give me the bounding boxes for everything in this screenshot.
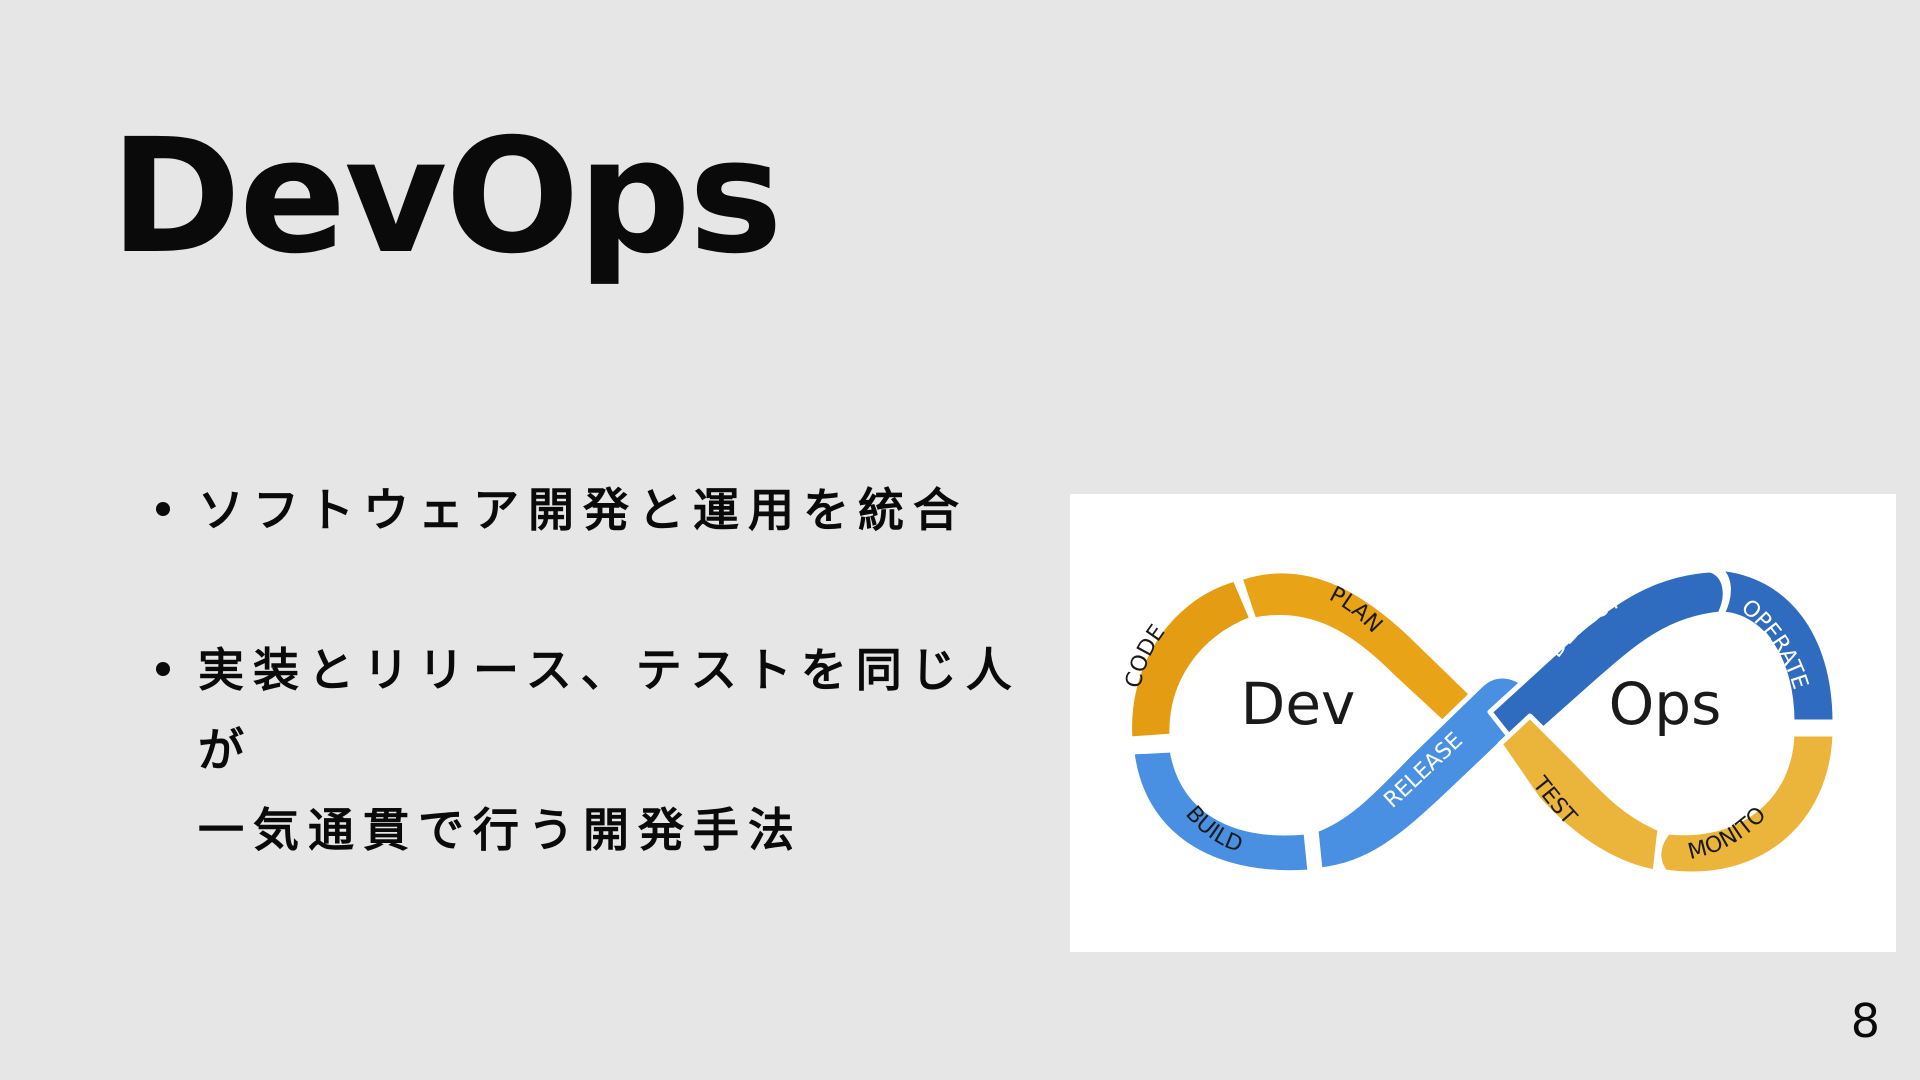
segment-operate	[1715, 565, 1838, 725]
bullet-text: 一気通貫で行う開発手法	[198, 803, 803, 857]
bullet-item: ソフトウェア開発と運用を統合	[150, 470, 1050, 550]
dev-label: Dev	[1241, 670, 1356, 738]
segment-test	[1497, 713, 1663, 875]
segment-build	[1129, 747, 1313, 876]
infinity-loop-graphic: CODE PLAN BUILD RELEASE DEPLOY OPERATE T…	[1070, 494, 1838, 877]
slide-title: DevOps	[110, 105, 783, 289]
segment-monitor	[1656, 731, 1838, 877]
bullet-text: ソフトウェア開発と運用を統合	[198, 483, 968, 537]
bullet-dot-icon	[156, 662, 170, 676]
segment-deploy	[1487, 567, 1728, 753]
bullet-item: 実装とリリース、テストを同じ人が 一気通貫で行う開発手法	[150, 630, 1050, 870]
bullet-dot-icon	[156, 502, 170, 516]
ops-label: Ops	[1609, 670, 1722, 738]
page-number: 8	[1850, 994, 1880, 1048]
bullet-list: ソフトウェア開発と運用を統合 実装とリリース、テストを同じ人が 一気通貫で行う開…	[150, 470, 1050, 950]
devops-infinity-diagram: CODE PLAN BUILD RELEASE DEPLOY OPERATE T…	[1070, 494, 1896, 952]
segment-release	[1313, 673, 1536, 873]
bullet-text: 実装とリリース、テストを同じ人が	[198, 643, 1021, 777]
segment-code	[1127, 576, 1255, 742]
